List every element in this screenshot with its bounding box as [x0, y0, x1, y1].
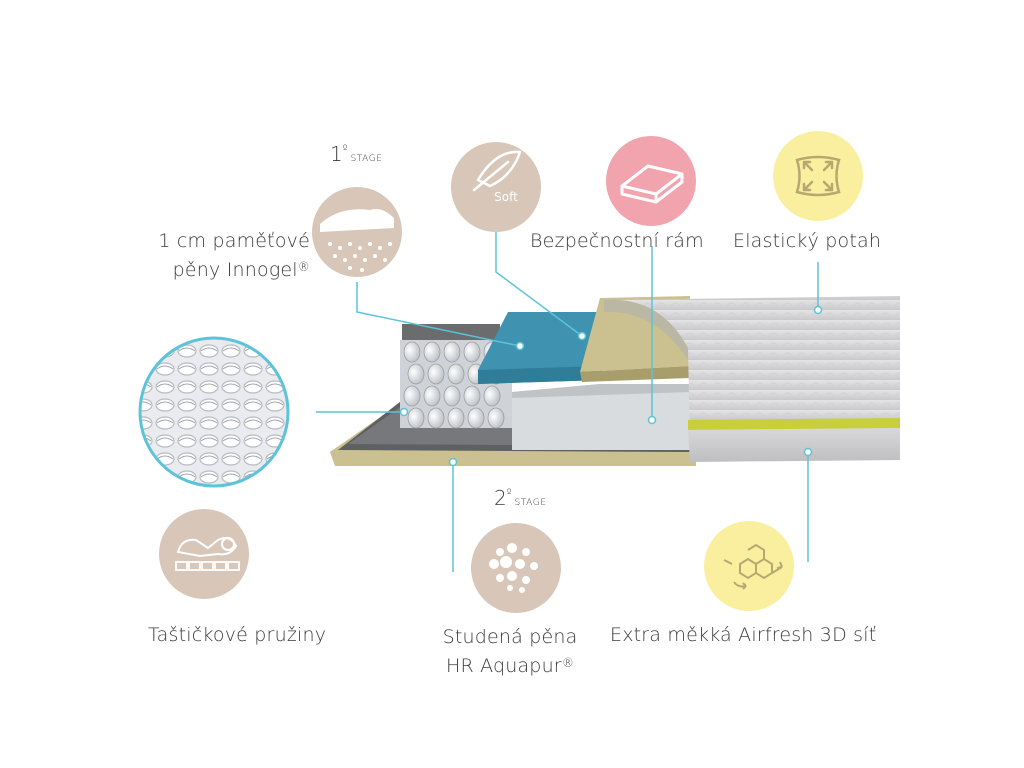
spring-coil — [423, 385, 441, 407]
spring-coil — [463, 385, 481, 407]
mattress-cross-section — [330, 296, 900, 466]
pocket-springs-closeup — [138, 336, 290, 488]
cold-foam-reg-mark: ® — [561, 656, 575, 670]
stage-1-word: STAGE — [350, 154, 383, 164]
pocket-springs-icon — [159, 509, 249, 599]
foam-bubble — [530, 562, 538, 570]
foam-bubble — [522, 548, 530, 556]
stage-2-label: 2ºSTAGE — [494, 486, 547, 510]
spring-coil — [443, 385, 461, 407]
molecule-icon — [704, 521, 794, 611]
memory-foam-label: 1 cm paměťové pěny Innogel® — [130, 228, 310, 283]
spring-coil — [447, 407, 465, 429]
stretch-arrows-icon — [773, 131, 863, 221]
stage-2-ordinal: º — [506, 488, 512, 499]
memory-foam-layers-icon — [312, 187, 402, 277]
airfresh-label: Extra měkká Airfresh 3D síť — [610, 624, 877, 646]
foam-bubble — [496, 574, 504, 582]
spring-coil — [403, 385, 421, 407]
elastic-cover-label: Elastický potah — [733, 230, 882, 252]
spring-coil — [487, 407, 505, 429]
spring-coil — [427, 363, 445, 385]
stage-1-ordinal: º — [342, 144, 348, 155]
foam-bubble — [489, 559, 499, 569]
elastic-cover — [604, 296, 900, 446]
spring-coil — [407, 363, 425, 385]
spring-coil — [407, 407, 425, 429]
memory-foam-reg-mark: ® — [297, 260, 310, 274]
stage-1-number: 1 — [330, 142, 343, 166]
stage-2-number: 2 — [494, 486, 507, 510]
spring-coil — [463, 341, 481, 363]
mattress-frame-icon — [606, 136, 696, 226]
foam-bubble — [507, 543, 517, 553]
spring-coil — [423, 341, 441, 363]
spring-coil — [483, 385, 501, 407]
leader-endpoints — [399, 305, 823, 467]
spring-coil — [447, 363, 465, 385]
soft-badge-text: Soft — [494, 190, 518, 204]
safety-frame-label: Bezpečnostní rám — [530, 230, 704, 252]
foam-bubble — [507, 585, 513, 591]
lime-stripe — [688, 418, 900, 430]
foam-bubble — [500, 556, 512, 568]
stage-1-label: 1ºSTAGE — [330, 142, 383, 166]
cold-foam-label: Studená pěna HR Aquapur® — [420, 624, 600, 679]
memory-foam-layer — [478, 312, 602, 384]
spring-coil — [467, 407, 485, 429]
leader-lines — [316, 232, 819, 572]
foam-bubbles-icon — [471, 523, 561, 613]
airfresh-mesh-side — [688, 428, 900, 462]
leader-memory-foam — [356, 282, 521, 347]
feather-icon: Soft — [451, 142, 541, 232]
leader-soft — [495, 232, 583, 337]
cold-foam-label-line2: HR Aquapur — [445, 655, 562, 677]
foam-bubble — [507, 571, 517, 581]
spring-coil — [427, 407, 445, 429]
foam-bubble — [496, 548, 504, 556]
memory-foam-label-line1: 1 cm paměťové — [158, 230, 310, 252]
pocket-springs-label: Taštičkové pružiny — [148, 624, 327, 646]
foam-bubble — [519, 587, 525, 593]
cold-foam-block — [512, 384, 690, 450]
spring-coil — [443, 341, 461, 363]
foam-bubble — [515, 559, 525, 569]
memory-foam-label-line2: pěny Innogel — [172, 259, 298, 281]
foam-bubble — [522, 576, 530, 584]
spring-coil — [403, 341, 421, 363]
cold-foam-label-line1: Studená pěna — [442, 626, 578, 648]
back-wall — [402, 324, 500, 342]
stage-2-word: STAGE — [514, 498, 547, 508]
